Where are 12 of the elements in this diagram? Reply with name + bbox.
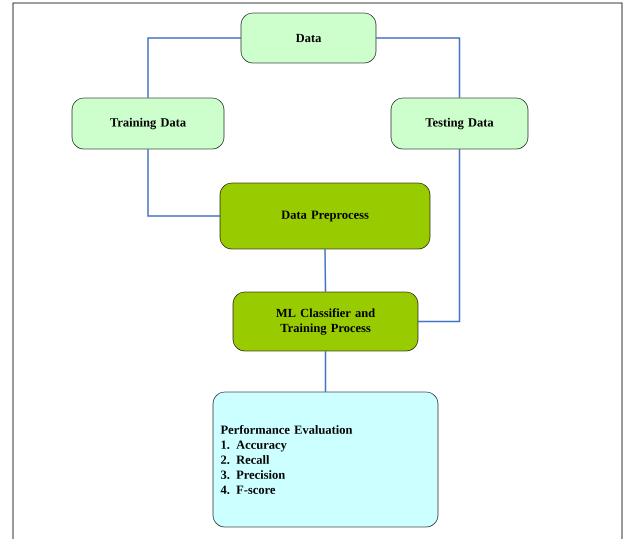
connector bbox=[324, 351, 326, 392]
connector bbox=[324, 249, 326, 292]
evaluation-box: Performance Evaluation 1. Accuracy 2. Recall 3. Precision 4. F-score bbox=[212, 392, 438, 528]
connector bbox=[147, 37, 241, 98]
process-box: ML Classifier and Training Process bbox=[232, 292, 418, 352]
connector bbox=[147, 149, 220, 217]
data-box: Training Data bbox=[72, 98, 224, 150]
process-box: Data Preprocess bbox=[220, 182, 430, 250]
connector bbox=[418, 149, 460, 322]
data-box: Data bbox=[240, 12, 376, 64]
connector bbox=[376, 37, 460, 98]
data-box: Testing Data bbox=[390, 98, 528, 150]
